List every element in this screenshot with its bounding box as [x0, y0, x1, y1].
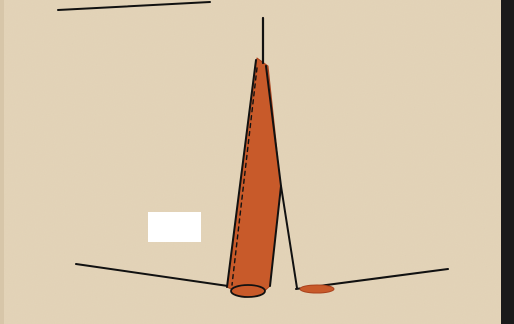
cone-left-outline	[226, 59, 257, 288]
top-reference-line	[57, 1, 211, 11]
cone-right-leg-line	[280, 185, 298, 289]
small-red-ellipse	[299, 284, 335, 294]
cone-dashed-seam	[231, 67, 258, 286]
cone-base-ellipse	[230, 284, 266, 298]
label-box	[148, 212, 201, 242]
cone-body	[226, 16, 298, 298]
top-reference-stroke	[57, 1, 211, 11]
left-base-line	[75, 263, 229, 287]
small-red-mark	[299, 284, 335, 294]
left-edge	[0, 0, 4, 324]
right-border	[501, 0, 514, 324]
label-box-group	[148, 212, 201, 242]
